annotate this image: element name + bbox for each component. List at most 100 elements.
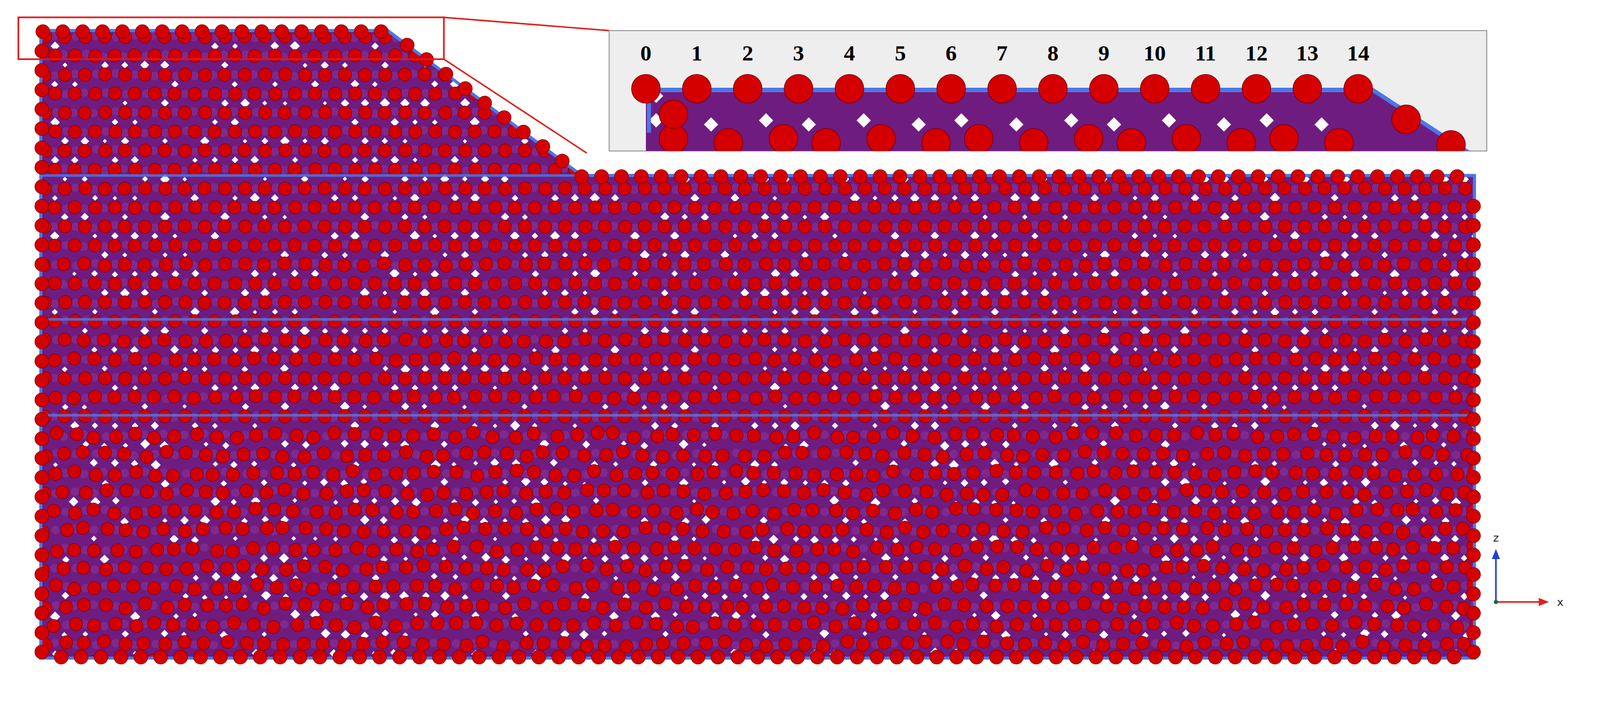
metal-atom	[410, 185, 420, 195]
metal-atom	[169, 336, 179, 346]
metal-atom	[590, 183, 600, 193]
metal-atom	[960, 279, 969, 289]
metal-atom	[1351, 260, 1361, 270]
metal-atom	[1480, 279, 1489, 289]
metal-atom	[1071, 259, 1080, 268]
interstitial-gap	[480, 668, 488, 676]
metal-atom	[1110, 336, 1120, 345]
metal-atom	[161, 50, 170, 59]
metal-atom	[1320, 241, 1329, 251]
metal-atom	[161, 241, 170, 250]
metal-atom	[60, 163, 70, 173]
metal-atom	[470, 336, 480, 345]
interstitial-gap	[880, 666, 890, 676]
metal-atom	[279, 354, 289, 364]
interstitial-gap	[181, 669, 188, 676]
interstitial-gap	[841, 668, 847, 674]
metal-atom	[890, 336, 900, 345]
metal-atom	[150, 223, 160, 232]
metal-atom	[80, 165, 89, 174]
metal-atom	[70, 69, 80, 79]
metal-atom	[50, 299, 59, 309]
interstitial-gap	[1420, 667, 1429, 676]
metal-atom	[590, 296, 600, 306]
metal-atom	[1340, 279, 1350, 289]
metal-atom	[309, 336, 319, 345]
metal-atom	[80, 204, 89, 213]
metal-atom	[120, 202, 130, 212]
metal-atom	[740, 278, 750, 288]
metal-atom	[710, 334, 720, 344]
metal-atom	[1260, 241, 1270, 250]
interstitial-gap	[919, 668, 928, 676]
metal-atom	[1380, 202, 1390, 211]
metal-atom	[521, 355, 530, 365]
metal-atom	[1450, 334, 1459, 344]
metal-atom	[1480, 164, 1489, 174]
metal-atom	[529, 334, 539, 344]
metal-atom	[430, 296, 439, 306]
interstitial-gap	[1081, 668, 1090, 677]
interstitial-gap	[802, 670, 808, 676]
metal-atom	[50, 71, 59, 81]
metal-atom	[1060, 280, 1070, 290]
interstitial-gap	[1399, 667, 1409, 676]
interstitial-gap	[462, 669, 468, 675]
interstitial-gap	[741, 668, 749, 677]
metal-atom	[141, 240, 150, 250]
metal-atom	[510, 259, 520, 269]
interstitial-gap	[1021, 669, 1027, 675]
metal-atom	[420, 280, 430, 290]
metal-atom	[750, 260, 760, 270]
metal-atom	[1220, 203, 1230, 212]
interstitial-gap	[419, 667, 430, 677]
interstitial-gap	[1200, 669, 1207, 676]
metal-atom	[990, 259, 1000, 269]
metal-atom	[1480, 317, 1490, 327]
metal-atom	[1250, 259, 1260, 268]
metal-atom	[390, 107, 400, 116]
metal-atom	[661, 241, 670, 251]
metal-atom	[1311, 260, 1321, 270]
interstitial-gap	[559, 667, 569, 677]
interstitial-gap	[679, 669, 688, 678]
interstitial-gap	[1481, 478, 1488, 485]
metal-atom	[290, 107, 299, 116]
metal-atom	[1090, 223, 1099, 232]
metal-atom	[510, 223, 519, 232]
metal-atom	[1120, 242, 1129, 252]
metal-atom	[1170, 336, 1180, 346]
metal-atom	[650, 296, 660, 306]
metal-atom	[1120, 202, 1130, 211]
interstitial-gap	[60, 668, 69, 677]
metal-atom	[161, 356, 170, 365]
interstitial-gap	[1481, 327, 1488, 334]
metal-atom	[151, 259, 161, 268]
interstitial-gap	[1360, 669, 1367, 676]
metal-atom	[1240, 241, 1250, 251]
metal-atom	[220, 164, 230, 174]
metal-atom	[371, 221, 381, 230]
interstitial-gap	[359, 667, 370, 677]
interstitial-gap	[1262, 670, 1267, 675]
interstitial-gap	[859, 668, 870, 679]
interstitial-gap	[260, 668, 267, 675]
interstitial-gap	[661, 668, 669, 676]
metal-atom	[1070, 223, 1080, 232]
metal-atom	[220, 355, 229, 365]
interstitial-gap	[1341, 669, 1351, 678]
metal-atom	[450, 297, 460, 307]
metal-atom	[790, 337, 800, 346]
metal-atom	[251, 298, 260, 308]
metal-atom	[260, 127, 270, 137]
interstitial-gap	[1479, 440, 1488, 449]
metal-atom	[971, 337, 980, 346]
metal-atom	[950, 258, 960, 268]
metal-atom	[70, 183, 80, 193]
interstitial-gap	[1163, 670, 1169, 676]
metal-atom	[1481, 202, 1490, 211]
metal-atom	[380, 127, 390, 137]
metal-atom	[280, 278, 290, 287]
